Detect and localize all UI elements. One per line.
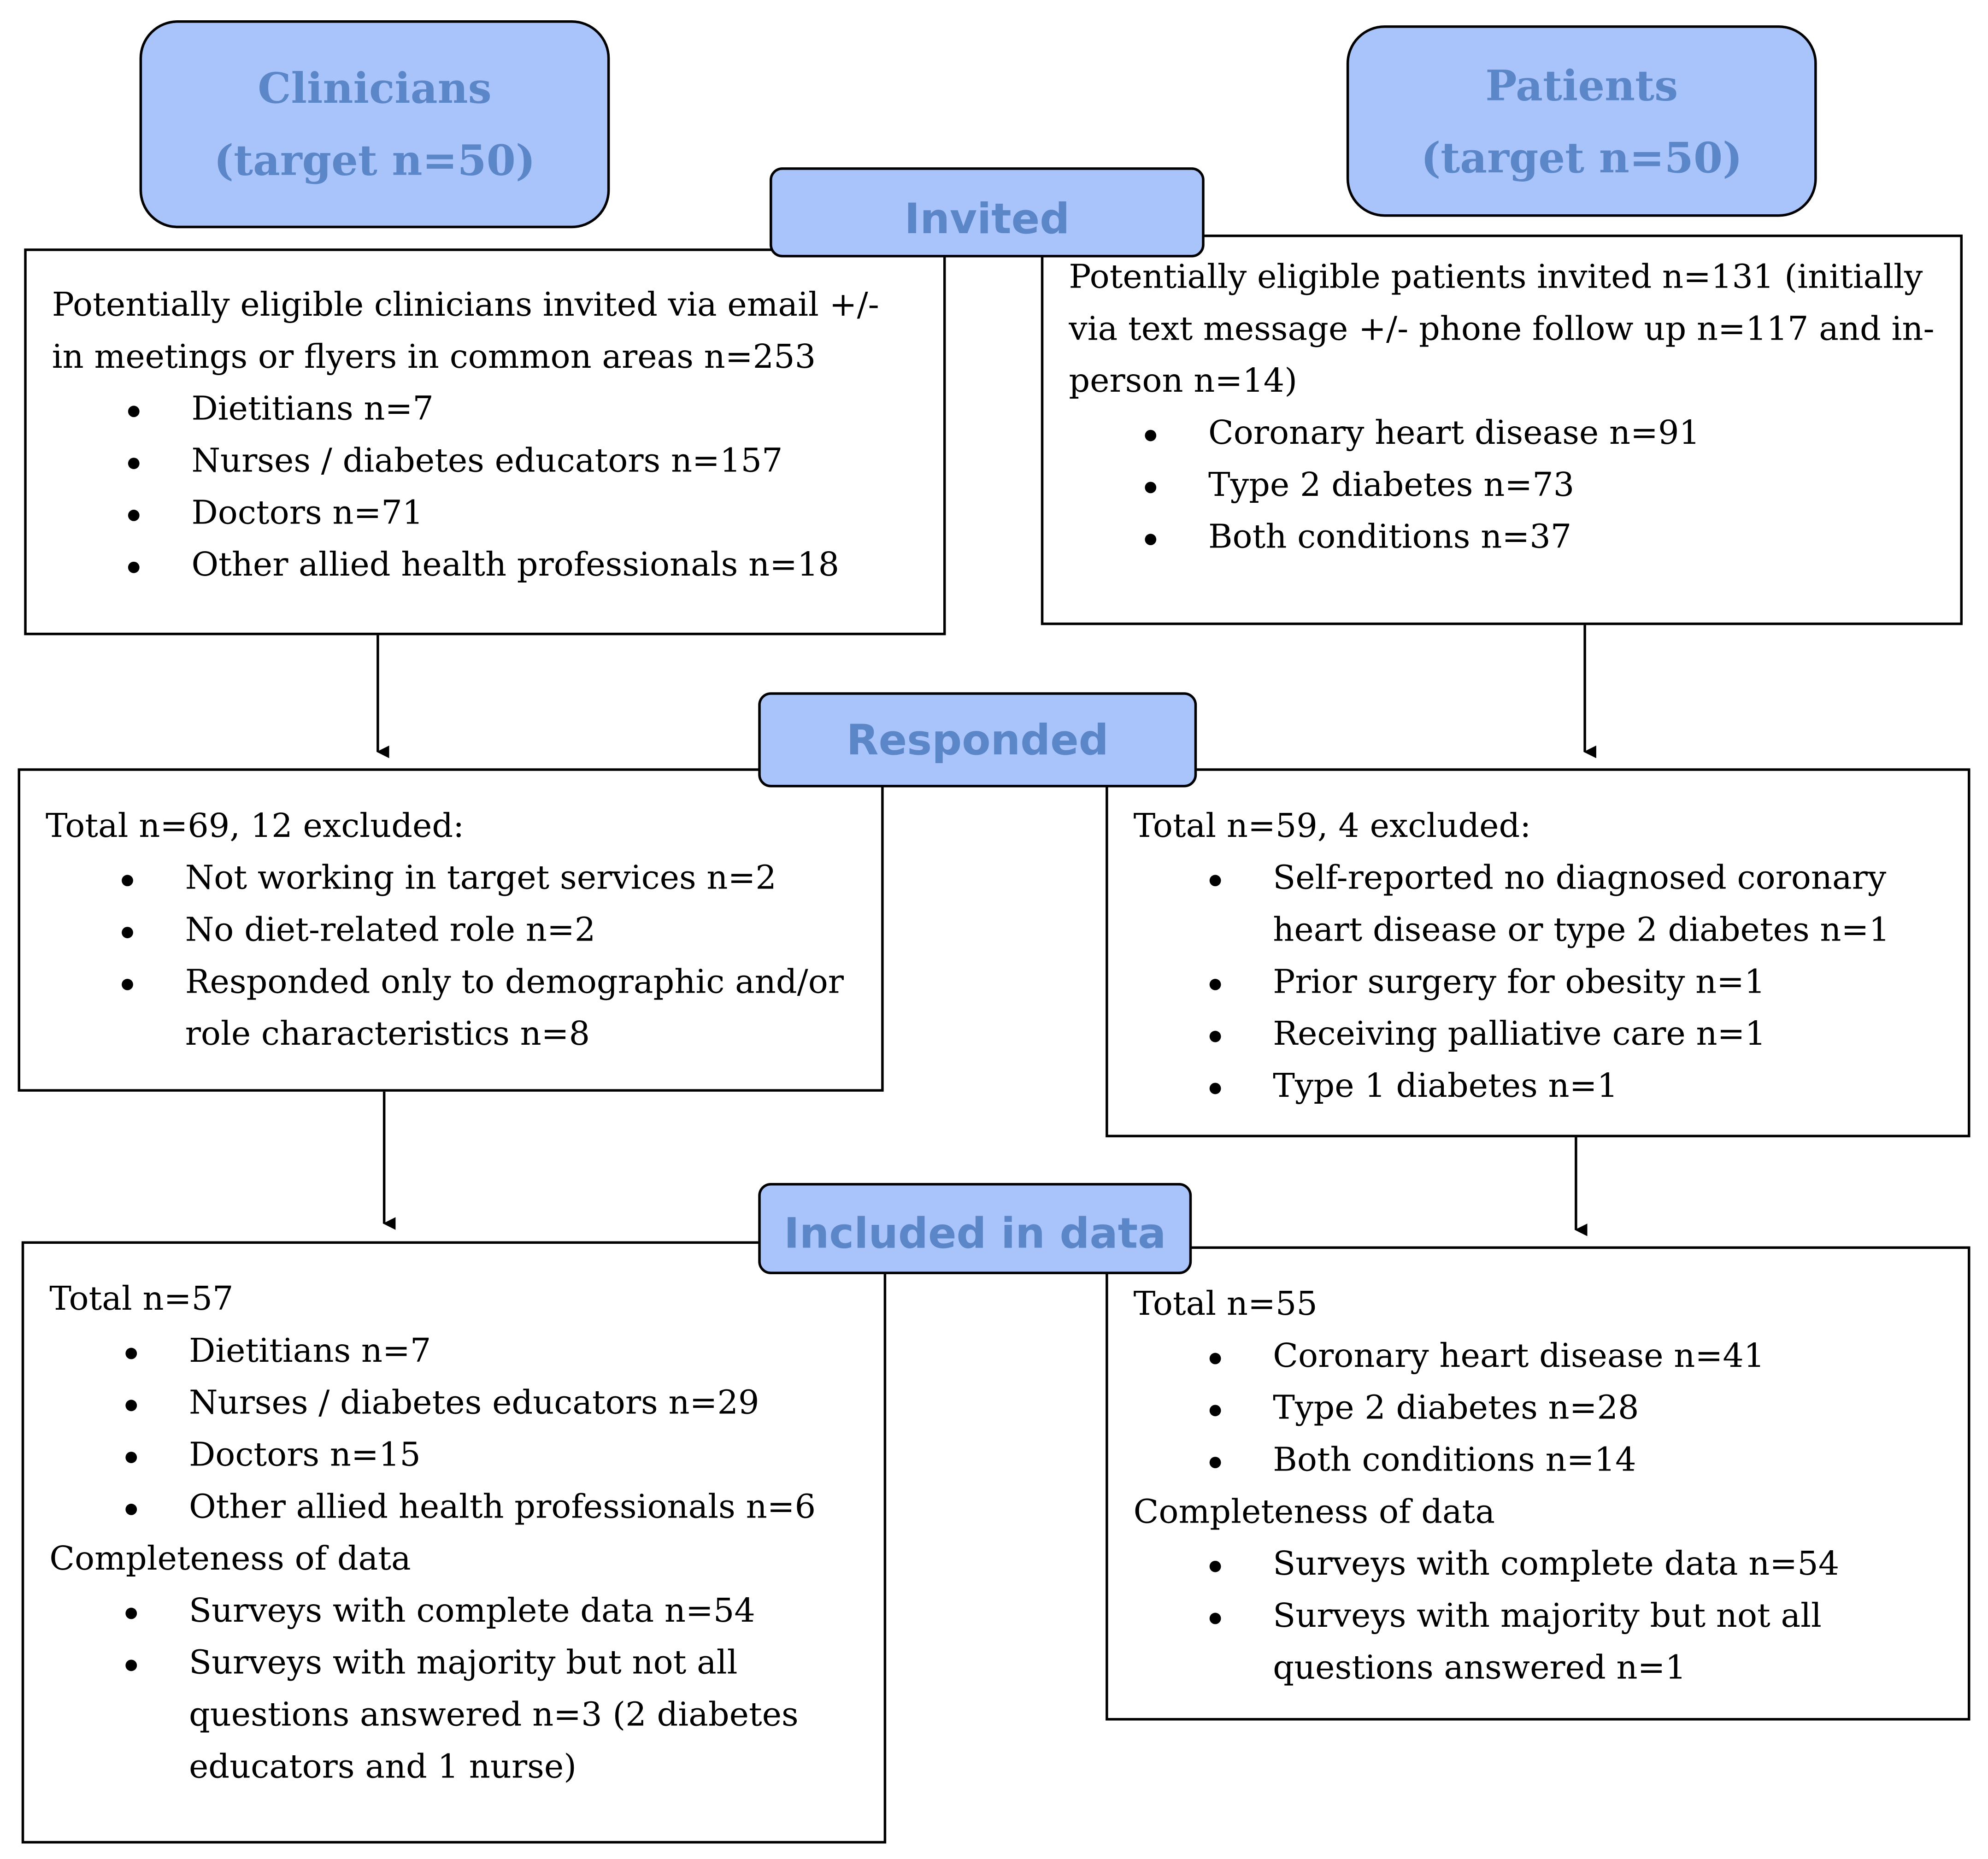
- clinicians-group-title: Clinicians: [258, 63, 492, 113]
- patients-responded-list: Self-reported no diagnosed coronary hear…: [1134, 853, 1942, 1113]
- list-item: Coronary heart disease n=41: [1134, 1331, 1942, 1383]
- invited-stage-label: Invited: [770, 167, 1205, 258]
- list-item: Surveys with majority but not all questi…: [49, 1638, 858, 1794]
- clinicians-invited-intro: Potentially eligible clinicians invited …: [52, 286, 879, 377]
- included-stage-label: Included in data: [758, 1182, 1192, 1275]
- list-item: Not working in target services n=2: [46, 853, 856, 906]
- list-item: Type 1 diabetes n=1: [1134, 1061, 1942, 1113]
- patients-completeness-heading: Completeness of data: [1133, 1494, 1495, 1532]
- list-item: Other allied health professionals n=18: [52, 540, 918, 592]
- clinicians-completeness-list: Surveys with complete data n=54 Surveys …: [49, 1586, 858, 1794]
- clinicians-group-target: (target n=50): [214, 135, 535, 185]
- list-item: Nurses / diabetes educators n=29: [49, 1378, 858, 1430]
- patients-group-target: (target n=50): [1421, 132, 1743, 182]
- list-item: Doctors n=15: [49, 1430, 858, 1482]
- list-item: Dietitians n=7: [49, 1326, 858, 1378]
- patients-group-title: Patients: [1485, 60, 1678, 110]
- patients-invited-intro: Potentially eligible patients invited n=…: [1069, 259, 1935, 401]
- list-item: Surveys with complete data n=54: [1134, 1539, 1942, 1591]
- list-item: Type 2 diabetes n=28: [1134, 1383, 1942, 1435]
- clinicians-included-intro: Total n=57: [49, 1280, 234, 1319]
- patients-completeness-list: Surveys with complete data n=54 Surveys …: [1134, 1539, 1942, 1695]
- list-item: No diet-related role n=2: [46, 905, 856, 957]
- clinicians-responded-box: Total n=69, 12 excluded: Not working in …: [18, 768, 884, 1092]
- list-item: Both conditions n=14: [1134, 1435, 1942, 1487]
- clinicians-included-list: Dietitians n=7 Nurses / diabetes educato…: [49, 1326, 858, 1534]
- patients-included-intro: Total n=55: [1133, 1285, 1317, 1324]
- clinicians-group-header: Clinicians (target n=50): [139, 20, 610, 229]
- patients-included-box: Total n=55 Coronary heart disease n=41 T…: [1106, 1246, 1970, 1721]
- list-item: Both conditions n=37: [1069, 512, 1935, 565]
- list-item: Dietitians n=7: [52, 384, 918, 436]
- clinicians-invited-list: Dietitians n=7 Nurses / diabetes educato…: [52, 384, 918, 592]
- clinicians-included-box: Total n=57 Dietitians n=7 Nurses / diabe…: [21, 1241, 887, 1844]
- responded-stage-label: Responded: [758, 692, 1197, 788]
- list-item: Other allied health professionals n=6: [49, 1482, 858, 1534]
- list-item: Doctors n=71: [52, 488, 918, 540]
- clinicians-invited-box: Potentially eligible clinicians invited …: [24, 248, 946, 635]
- patients-invited-list: Coronary heart disease n=91 Type 2 diabe…: [1069, 408, 1935, 564]
- list-item: Nurses / diabetes educators n=157: [52, 436, 918, 488]
- clinicians-completeness-heading: Completeness of data: [49, 1540, 411, 1579]
- patients-invited-box: Potentially eligible patients invited n=…: [1041, 234, 1963, 625]
- list-item: Receiving palliative care n=1: [1134, 1009, 1942, 1061]
- list-item: Surveys with majority but not all questi…: [1134, 1591, 1942, 1695]
- patients-included-list: Coronary heart disease n=41 Type 2 diabe…: [1134, 1331, 1942, 1487]
- list-item: Responded only to demographic and/or rol…: [46, 957, 856, 1061]
- list-item: Surveys with complete data n=54: [49, 1586, 858, 1638]
- patients-group-header: Patients (target n=50): [1346, 25, 1817, 217]
- list-item: Self-reported no diagnosed coronary hear…: [1134, 853, 1942, 958]
- clinicians-responded-list: Not working in target services n=2 No di…: [46, 853, 856, 1061]
- list-item: Type 2 diabetes n=73: [1069, 460, 1935, 512]
- patients-responded-intro: Total n=59, 4 excluded:: [1133, 807, 1531, 846]
- list-item: Prior surgery for obesity n=1: [1134, 957, 1942, 1009]
- list-item: Coronary heart disease n=91: [1069, 408, 1935, 460]
- clinicians-responded-intro: Total n=69, 12 excluded:: [46, 807, 465, 846]
- patients-responded-box: Total n=59, 4 excluded: Self-reported no…: [1106, 768, 1970, 1137]
